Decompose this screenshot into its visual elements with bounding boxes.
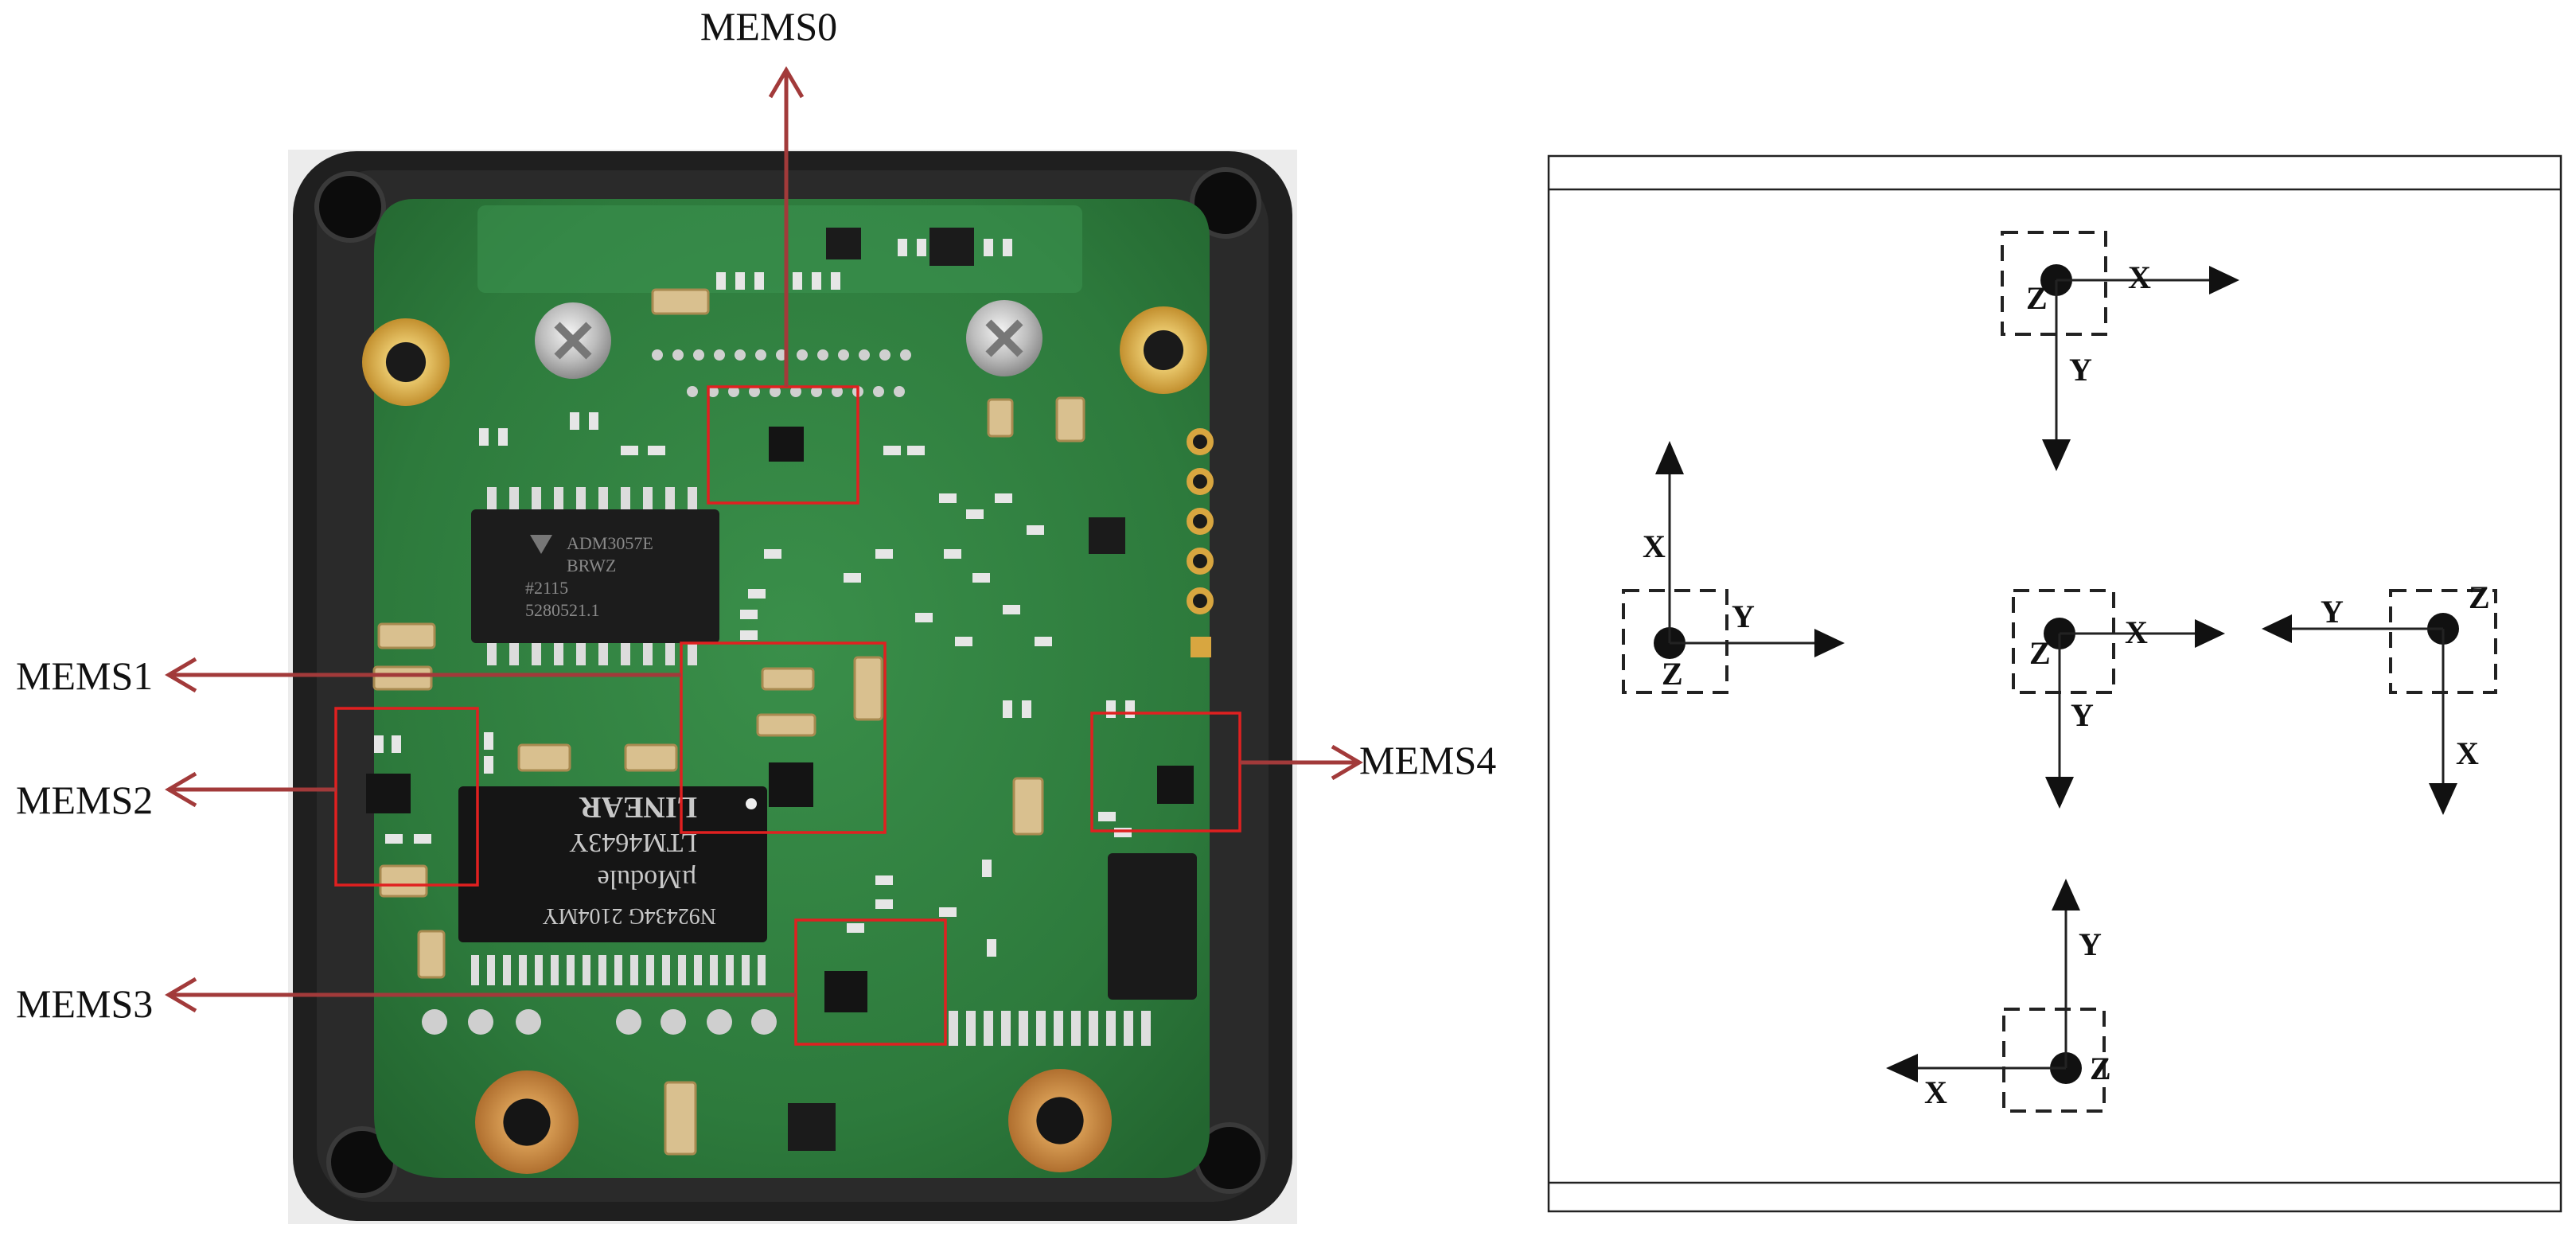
- smd-components: [374, 239, 1135, 957]
- ic-marking: BRWZ: [567, 556, 616, 575]
- ic-marking: N92434G 2104MY: [542, 903, 716, 928]
- axis-label-y: Y: [1732, 599, 1755, 634]
- corner-hole: [1190, 167, 1261, 239]
- sensor-box: [2001, 231, 2107, 336]
- pcb-photo: ADM3057E BRWZ #2115 5280521.1 N92434G 21…: [288, 150, 1297, 1224]
- mems1-label: MEMS1: [16, 653, 153, 698]
- test-pads: [422, 1009, 777, 1035]
- mems-chip: [824, 971, 867, 1012]
- screw: [966, 300, 1042, 376]
- ic-marking: LTM4643Y: [569, 828, 697, 857]
- copper-pad: [1008, 1069, 1112, 1172]
- sensor-mems1-axes: X Y Z: [1622, 441, 1845, 694]
- mems0-label: MEMS0: [700, 4, 837, 49]
- capacitor: [372, 288, 1085, 1156]
- axis-label-y: Y: [2079, 926, 2102, 962]
- axis-label-y: Y: [2071, 697, 2094, 733]
- ic-power-module: N92434G 2104MY µModule LTM4643Y LINEAR: [458, 786, 767, 942]
- ic-marking: #2115: [525, 578, 568, 598]
- axis-label-y: Y: [2321, 594, 2344, 630]
- gold-pad: [362, 318, 450, 406]
- ic-marking: 5280521.1: [525, 600, 600, 620]
- mems-chip: [366, 774, 411, 813]
- corner-hole: [314, 171, 386, 243]
- ic-marking: LINEAR: [579, 790, 697, 824]
- pad-row: [471, 955, 1151, 1046]
- mems-chip: [1157, 766, 1194, 804]
- mems2-label: MEMS2: [16, 778, 153, 822]
- diagram-frame: [1547, 154, 2562, 1213]
- screw: [535, 302, 611, 379]
- copper-pad: [475, 1070, 579, 1174]
- mems4-label: MEMS4: [1359, 738, 1496, 782]
- axis-label-z: Z: [2026, 280, 2048, 316]
- ic-chip: [1089, 517, 1125, 554]
- via-column: [1187, 428, 1214, 614]
- ic-marking: ADM3057E: [567, 533, 653, 553]
- sensor-mems4-axes: Y X Z: [2262, 579, 2497, 815]
- ic-marking: µModule: [598, 864, 697, 894]
- sensor-mems3-axes: Y X Z: [1886, 879, 2111, 1113]
- axis-label-x: X: [2125, 614, 2148, 650]
- axis-label-z: Z: [1662, 656, 1683, 692]
- callout-arrows: [165, 66, 1363, 1013]
- orientation-diagram: [1547, 154, 2562, 1213]
- ic-chip: [1108, 853, 1197, 1000]
- ic-transceiver: ADM3057E BRWZ #2115 5280521.1: [471, 487, 719, 665]
- sensor-box: [1622, 589, 1728, 694]
- gold-pad: [1120, 306, 1207, 394]
- mems0-highlight-box: [707, 385, 859, 505]
- mems3-highlight-box: [794, 918, 947, 1046]
- ic-chip: [929, 228, 974, 266]
- axis-label-z: Z: [2469, 579, 2490, 615]
- axis-label-x: X: [1924, 1074, 1947, 1110]
- mems-chip: [769, 427, 804, 462]
- pin-row: [652, 349, 911, 397]
- axis-label-x: X: [2128, 259, 2151, 295]
- axis-label-z: Z: [2029, 635, 2051, 671]
- mems-chip: [769, 762, 813, 807]
- axis-label-x: X: [2456, 735, 2479, 771]
- ic-chip: [788, 1103, 836, 1151]
- mems1-highlight-box: [680, 641, 887, 834]
- axis-label-z: Z: [2090, 1051, 2111, 1086]
- axis-label-y: Y: [2069, 352, 2092, 388]
- sensor-mems2-axes: X Y Z: [2012, 589, 2225, 809]
- ic-chip: [826, 228, 861, 259]
- mems3-label: MEMS3: [16, 981, 153, 1026]
- sensor-mems0-axes: X Y Z: [2001, 231, 2239, 471]
- axis-label-x: X: [1643, 528, 1666, 564]
- mems4-highlight-box: [1090, 712, 1241, 833]
- mems2-highlight-box: [334, 707, 479, 887]
